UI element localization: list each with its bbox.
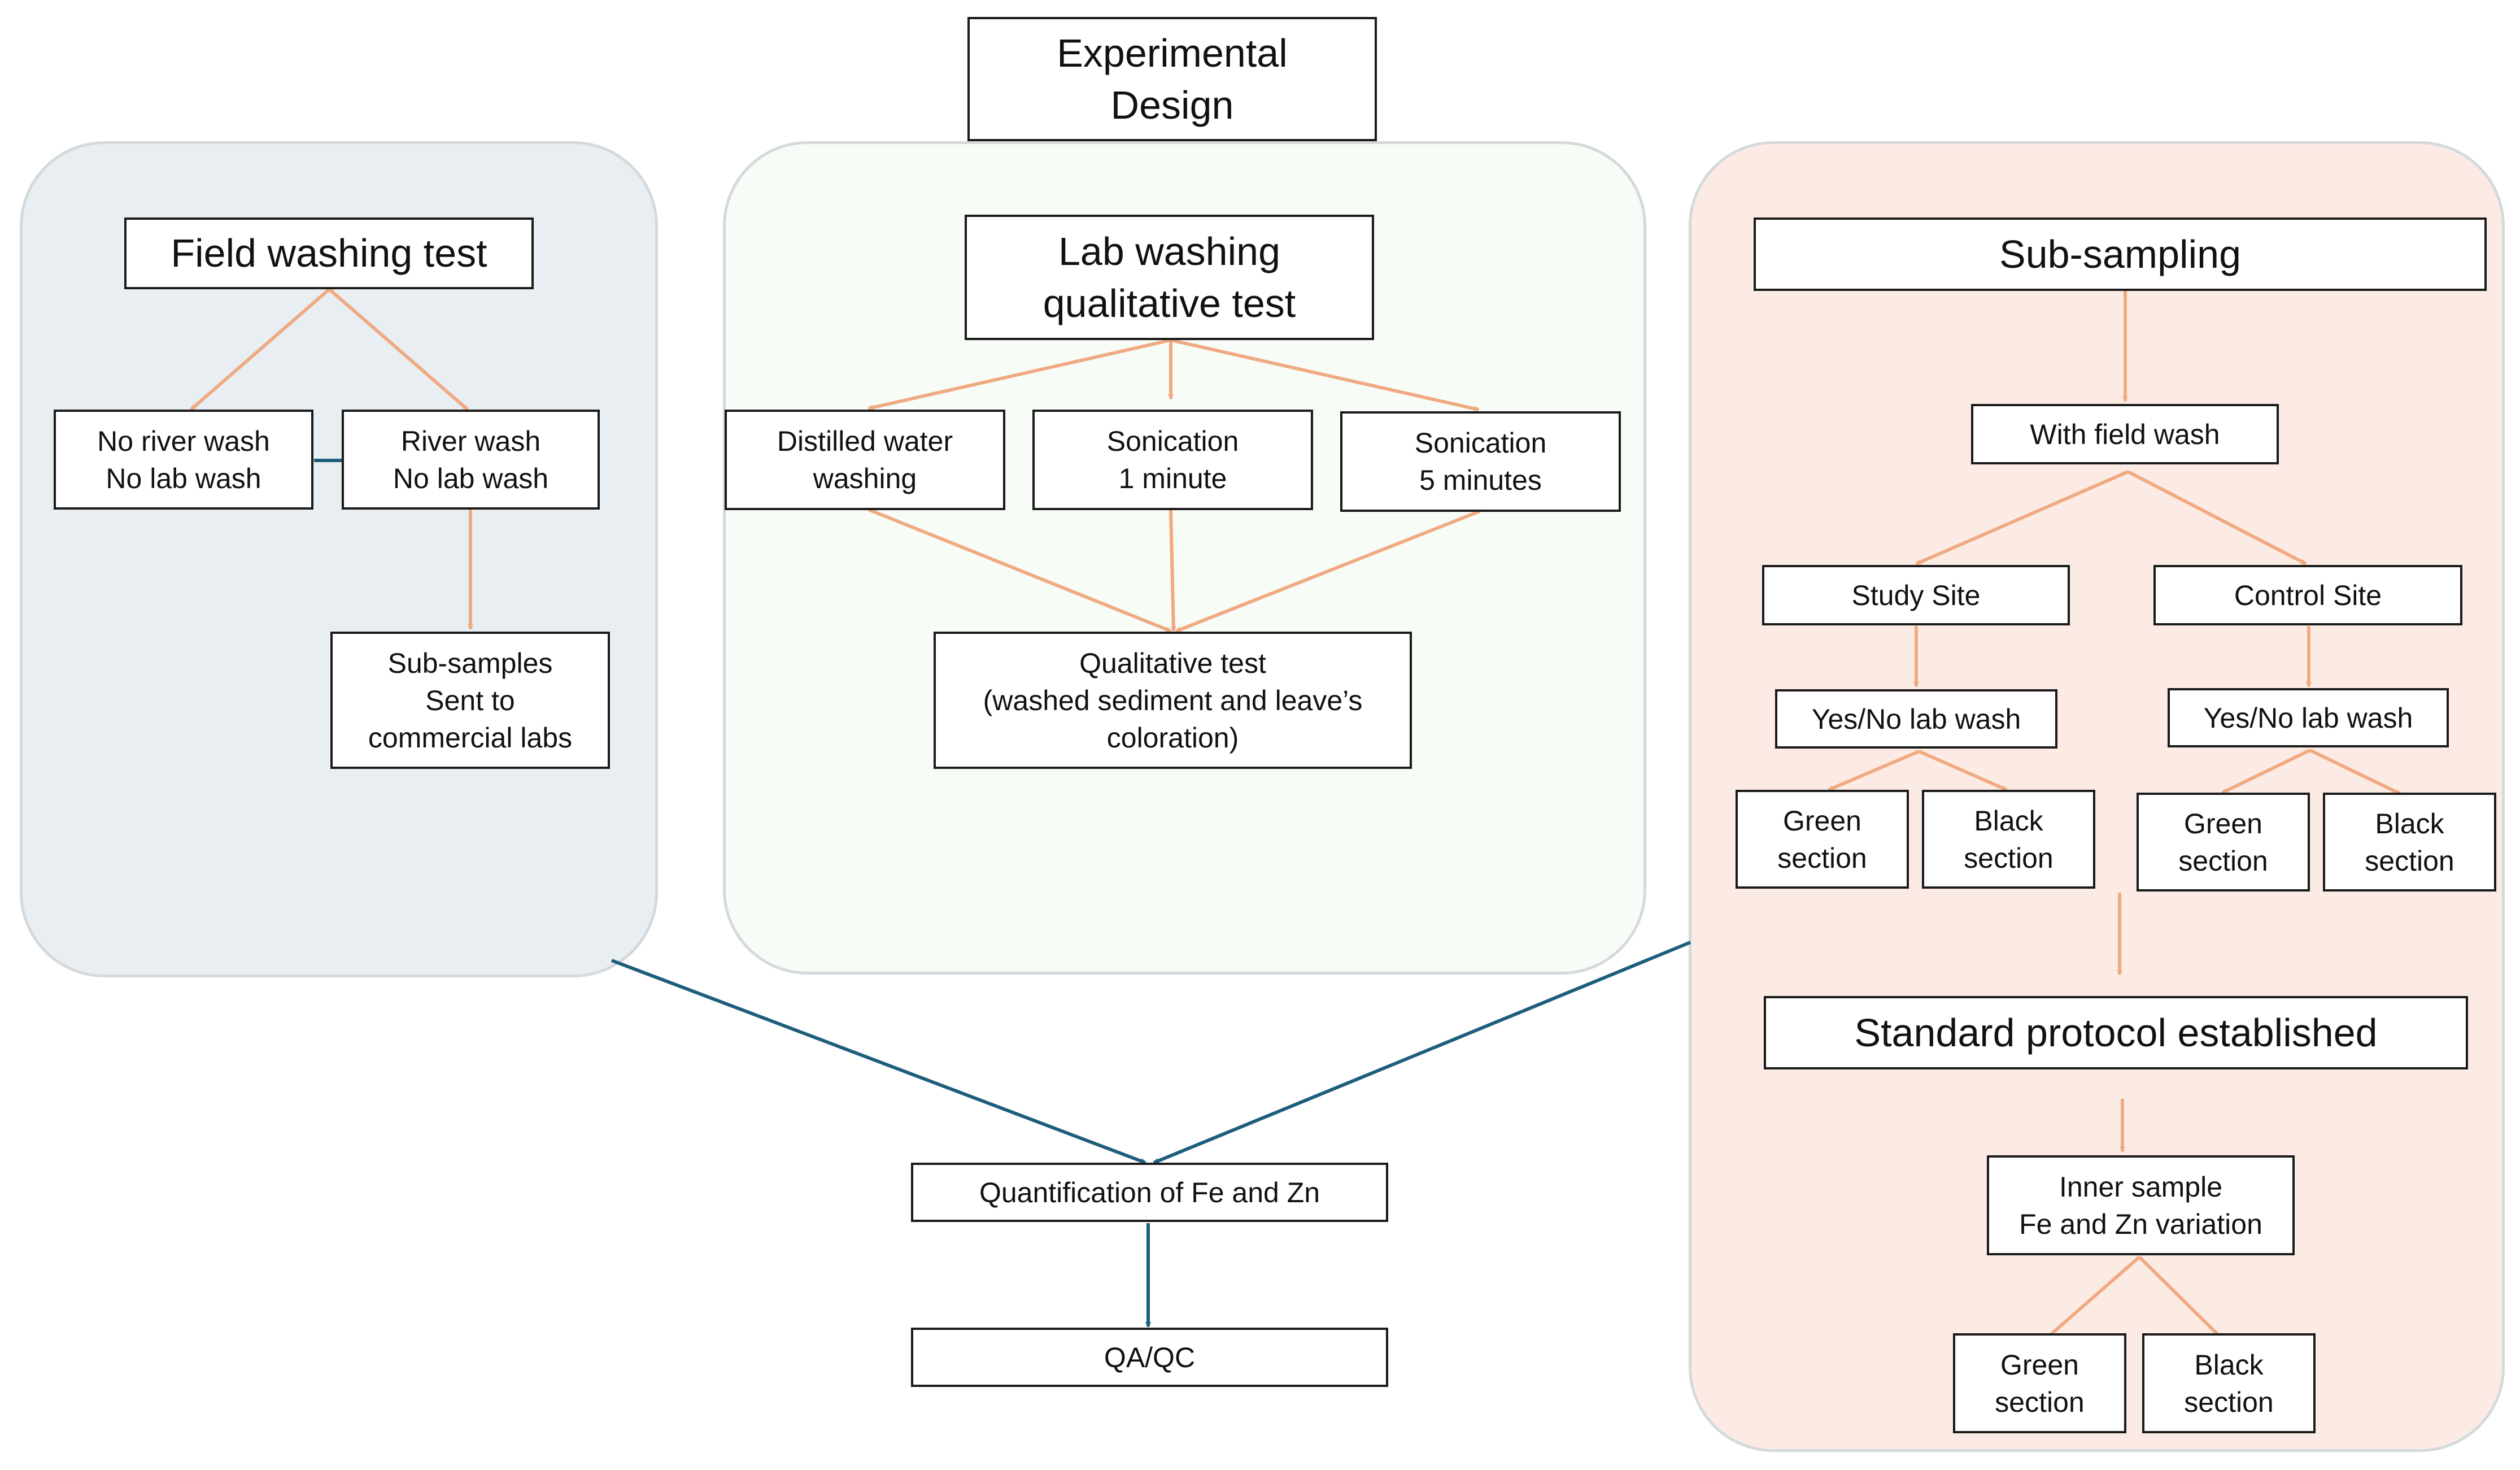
arrow-control-lab-to-green — [2221, 749, 2311, 794]
river-wash-box: River wash No lab wash — [342, 410, 600, 510]
arrow-sonication1-to-qualitative — [1169, 509, 1176, 632]
study-black-section-box: Black section — [1922, 790, 2095, 889]
arrow-inner-to-black — [2138, 1255, 2229, 1345]
arrow-field-wash-to-control — [2127, 470, 2307, 566]
arrow-sonication5-to-qualitative — [1175, 510, 1481, 633]
arrow-control-lab-to-black — [2309, 749, 2401, 795]
study-green-section-box: Green section — [1736, 790, 1909, 889]
arrow-field-to-no-wash — [190, 288, 330, 411]
sub-samples-box: Sub-samples Sent to commercial labs — [330, 632, 610, 769]
arrow-field-wash-to-study — [1915, 470, 2129, 566]
field-washing-test-box: Field washing test — [124, 218, 534, 289]
inner-green-section-box: Green section — [1953, 1333, 2126, 1433]
distilled-water-box: Distilled water washing — [725, 410, 1005, 510]
lab-washing-box: Lab washing qualitative test — [965, 215, 1374, 340]
sonication-5-minutes-box: Sonication 5 minutes — [1340, 411, 1621, 512]
control-green-section-box: Green section — [2137, 793, 2310, 891]
quantification-box: Quantification of Fe and Zn — [911, 1163, 1388, 1222]
arrow-study-lab-to-black — [1918, 750, 2008, 791]
inner-sample-box: Inner sample Fe and Zn variation — [1987, 1155, 2295, 1255]
arrow-sub-panel-to-quantification — [1153, 941, 1691, 1164]
arrow-inner-to-green — [2039, 1255, 2140, 1345]
control-site-box: Control Site — [2153, 565, 2462, 625]
sonication-1-minute-box: Sonication 1 minute — [1032, 410, 1313, 510]
arrow-distilled-to-qualitative — [867, 508, 1172, 633]
experimental-design-title: Experimental Design — [967, 17, 1377, 141]
no-river-wash-box: No river wash No lab wash — [54, 410, 313, 510]
qualitative-test-box: Qualitative test (washed sediment and le… — [934, 632, 1412, 769]
study-site-box: Study Site — [1762, 565, 2070, 625]
arrow-study-lab-to-green — [1828, 750, 1920, 791]
control-lab-wash-box: Yes/No lab wash — [2168, 688, 2449, 747]
arrow-field-to-river-wash — [328, 288, 469, 411]
with-field-wash-box: With field wash — [1971, 404, 2279, 464]
arrow-lab-to-sonication5 — [1170, 338, 1480, 412]
arrow-field-panel-to-quantification — [611, 959, 1146, 1164]
inner-black-section-box: Black section — [2142, 1333, 2316, 1433]
qa-qc-box: QA/QC — [911, 1328, 1388, 1387]
standard-protocol-box: Standard protocol established — [1764, 996, 2468, 1069]
control-black-section-box: Black section — [2323, 793, 2496, 891]
study-lab-wash-box: Yes/No lab wash — [1775, 689, 2057, 749]
sub-sampling-box: Sub-sampling — [1754, 218, 2487, 291]
arrow-lab-to-distilled — [867, 338, 1171, 411]
